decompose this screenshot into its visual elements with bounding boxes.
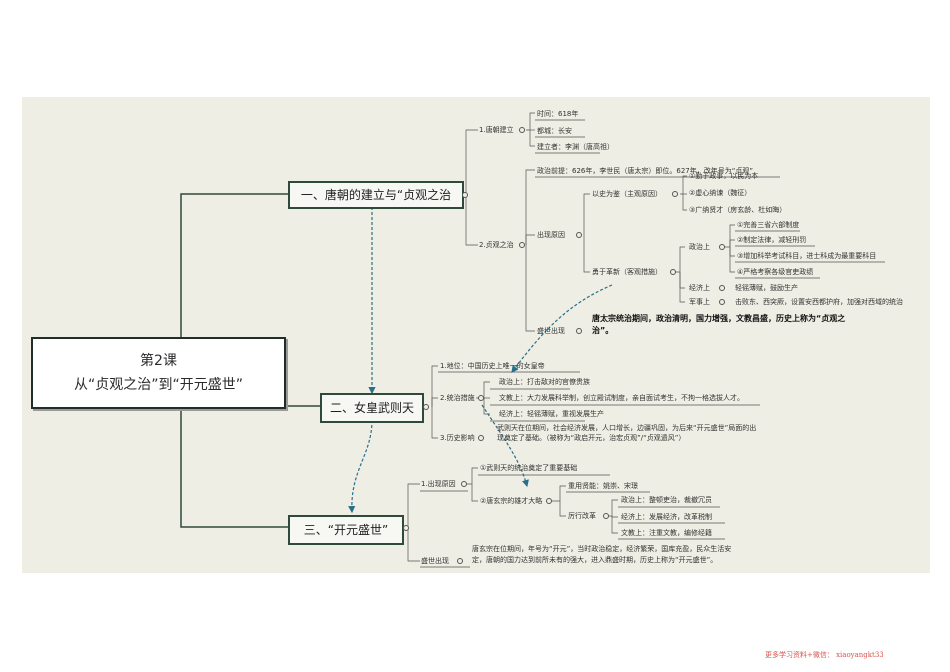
section3-node[interactable]: 三、“开元盛世” [288,515,404,545]
mirror-item: ①勤于政事，以民为本 [689,172,759,180]
node-founding-founder: 建立者：李渊（唐高祖） [537,143,614,151]
collapse-toggle-icon[interactable] [603,513,609,519]
politics-item: ④严格考察各级官吏政绩 [737,268,814,276]
influence-text: 现奠定了基础。（被称为“政启开元，治宏贞观”/“贞观遗风”） [497,434,686,442]
collapse-toggle-icon[interactable] [670,269,676,275]
node-founding[interactable]: 1.唐朝建立 [479,126,514,134]
collapse-toggle-icon[interactable] [461,481,467,487]
node-reform-3[interactable]: 厉行改革 [568,512,596,520]
collapse-toggle-icon[interactable] [719,299,725,305]
collapse-toggle-icon[interactable] [519,127,525,133]
reform-item: 文教上：注重文教，编修经籍 [621,529,712,537]
collapse-toggle-icon[interactable] [478,435,484,441]
collapse-toggle-icon[interactable] [719,285,725,291]
collapse-toggle-icon[interactable] [462,192,468,198]
cause-item[interactable]: ②唐玄宗的雄才大略 [480,497,543,505]
section1-node[interactable]: 一、唐朝的建立与“贞观之治 [288,181,464,209]
collapse-toggle-icon[interactable] [546,498,552,504]
cause-item: ①武则天的统治奠定了重要基础 [480,464,578,472]
node-mirror[interactable]: 以史为鉴（主观原因） [592,190,662,198]
node-measures[interactable]: 2.统治措施 [440,394,475,402]
root-node[interactable]: 第2课 从“贞观之治”到“开元盛世” [31,337,286,409]
node-influence[interactable]: 3.历史影响 [440,434,475,442]
politics-item: ③增加科举考试科目，进士科成为最重要科目 [737,252,877,260]
node-causes-3[interactable]: 1.出现原因 [421,480,456,488]
node-appear-3[interactable]: 盛世出现 [421,557,449,565]
measure-item: 政治上：打击敌对的官僚贵族 [499,378,590,386]
collapse-toggle-icon[interactable] [719,244,725,250]
section2-node[interactable]: 二、女皇武则天 [320,393,424,423]
collapse-toggle-icon[interactable] [576,232,582,238]
node-political-premise: 政治前提：626年，李世民（唐太宗）即位。627年，改年号为“贞观” [537,167,753,175]
politics-item: ①完善三省六部制度 [737,221,800,229]
collapse-toggle-icon[interactable] [519,242,525,248]
node-causes[interactable]: 出现原因 [537,231,565,239]
node-reform-politics[interactable]: 政治上 [689,243,710,251]
watermark-text: 更多学习资料+微信： xiaoyangkt33 [765,651,884,659]
node-founding-time: 时间：618年 [537,110,579,118]
appear-text-3: 唐玄宗在位期间，年号为“开元”，当时政治稳定，经济繁荣，国库充盈，民众生活安 [472,545,732,553]
measure-item: 经济上：轻徭薄赋，重视发展生产 [499,410,604,418]
node-status: 1.地位：中国历史上唯一的女皇帝 [440,362,545,370]
node-founding-capital: 都城：长安 [537,127,572,135]
politics-item: ②制定法律，减轻刑罚 [737,236,807,244]
node-reform[interactable]: 勇于革新（客观措施） [592,268,662,276]
collapse-toggle-icon[interactable] [478,395,484,401]
appear-text: 唐太宗统治期间，政治清明，国力增强，文教昌盛，历史上称为“贞观之 [592,314,846,323]
influence-text: 武则天在位期间，社会经济发展，人口增长，边疆巩固，为后来“开元盛世”局面的出 [497,424,757,432]
military-text: 击败东、西突厥，设置安西都护府，加强对西域的统治 [735,298,903,306]
node-zhenguan[interactable]: 2.贞观之治 [479,241,514,249]
collapse-toggle-icon[interactable] [423,404,429,410]
mirror-item: ②虚心纳谏（魏征） [689,189,752,197]
reform-item: 政治上：整顿吏治，裁撤冗员 [621,496,712,504]
node-reform-economy[interactable]: 经济上 [689,284,710,292]
collapse-toggle-icon[interactable] [672,191,678,197]
mirror-item: ③广纳贤才（房玄龄、杜如晦） [689,206,787,214]
collapse-toggle-icon[interactable] [403,525,409,531]
measure-item: 文教上：大力发展科举制，创立殿试制度，亲自面试考生，不拘一格选拔人才。 [499,394,744,402]
root-title: 第2课 [140,353,177,369]
reform-item: 经济上：发展经济，改革税制 [621,513,712,521]
node-reform-military[interactable]: 军事上 [689,298,710,306]
appear-text: 治”。 [592,326,614,335]
mindmap-canvas [22,97,930,573]
economy-text: 轻徭薄赋，鼓励生产 [735,284,798,292]
talent-text: 重用贤能：姚崇、宋璟 [568,482,638,490]
collapse-toggle-icon[interactable] [576,328,582,334]
node-appear[interactable]: 盛世出现 [537,327,565,335]
appear-text-3: 定，唐朝的国力达到前所未有的强大，进入鼎盛时期，历史上称为“开元盛世”。 [472,556,718,564]
collapse-toggle-icon[interactable] [457,558,463,564]
root-subtitle: 从“贞观之治”到“开元盛世” [73,377,243,393]
